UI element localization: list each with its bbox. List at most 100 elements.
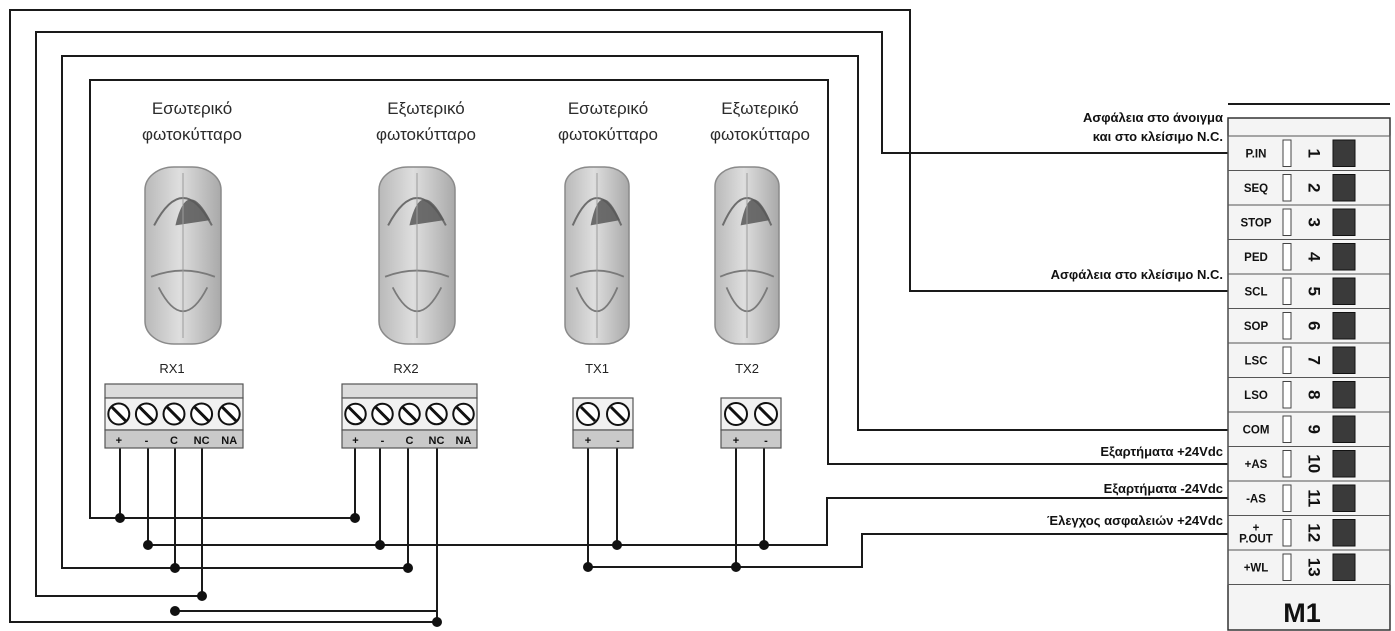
terminal-row-label-line: SOP <box>1244 321 1269 333</box>
junction-dot <box>170 563 180 573</box>
photocell-code-tx1: TX1 <box>585 361 609 376</box>
terminal-row-label: SOP <box>1244 321 1269 333</box>
junction-dot <box>143 540 153 550</box>
annotation-safety-open-close: Ασφάλεια στο άνοιγμα και στο κλείσιμο N.… <box>1083 108 1223 146</box>
junction-dot <box>375 540 385 550</box>
terminal-screw-head <box>1332 174 1356 202</box>
terminal-screw-head <box>1332 553 1356 581</box>
annotation-accessories-neg: Εξαρτήματα -24Vdc <box>1103 481 1223 496</box>
terminal-row-label: PED <box>1244 252 1268 264</box>
photocell-label-tx1: Εσωτερικό φωτοκύτταρο <box>528 96 688 148</box>
terminal-clamp <box>1282 484 1292 512</box>
photocell-lens <box>740 199 771 226</box>
terminal-screw-head <box>1332 484 1356 512</box>
terminal-label-strip <box>720 429 782 449</box>
m1-frame <box>1227 117 1391 631</box>
terminal-label: NA <box>221 435 237 447</box>
junction-dot <box>432 617 442 627</box>
photocell-lens <box>409 199 445 226</box>
junction-dot <box>350 513 360 523</box>
junction-dot <box>197 591 207 601</box>
junction-dot <box>403 563 413 573</box>
terminal-clamp <box>1282 346 1292 374</box>
terminal-label-strip <box>572 429 634 449</box>
terminal-label: - <box>764 435 768 447</box>
terminal-label: + <box>585 435 591 447</box>
screw-slot <box>347 406 364 422</box>
terminal-label: + <box>733 435 739 447</box>
junction-dot <box>170 606 180 616</box>
terminal-row-label-line: P.OUT <box>1239 533 1273 545</box>
terminal-clamp <box>1282 174 1292 202</box>
junction-dot <box>583 562 593 572</box>
terminal-row-label-line: + <box>1253 522 1260 534</box>
terminal-screw-head <box>1332 208 1356 236</box>
annotation-accessories-pos: Εξαρτήματα +24Vdc <box>1100 444 1223 459</box>
terminal-clamp <box>1282 450 1292 478</box>
terminal-top-strip <box>341 383 478 399</box>
junction-dot <box>612 540 622 550</box>
screw-slot <box>455 406 472 422</box>
terminal-row-label-line: SEQ <box>1244 183 1268 195</box>
terminal-label: C <box>406 435 414 447</box>
terminal-clamp <box>1282 139 1292 167</box>
terminal-screw-head <box>1332 346 1356 374</box>
photocell-name-line1: Εξωτερικό <box>387 99 465 118</box>
terminal-top-strip <box>104 383 244 399</box>
terminal-row-label: SEQ <box>1244 183 1268 195</box>
terminal-screw-head <box>1332 139 1356 167</box>
terminal-number: 2 <box>1305 183 1324 192</box>
terminal-row-label-line: +WL <box>1244 562 1269 574</box>
terminal-screw-head <box>1332 312 1356 340</box>
terminal-label: NA <box>456 435 472 447</box>
terminal-number: 13 <box>1305 558 1324 577</box>
screw-slot <box>166 406 182 422</box>
screw-slot <box>221 406 238 422</box>
terminal-label: C <box>170 435 178 447</box>
terminal-clamp <box>1282 243 1292 271</box>
screw-terminal-block: +- <box>720 397 782 449</box>
junction-dot <box>759 540 769 550</box>
terminal-clamp <box>1282 208 1292 236</box>
photocell-code-rx1: RX1 <box>159 361 185 376</box>
screw-slot <box>428 406 445 422</box>
photocell-body <box>378 166 456 345</box>
wire-neg-bus <box>147 446 1228 546</box>
photocell-body <box>714 166 780 345</box>
photocell-code-tx2: TX2 <box>735 361 759 376</box>
terminal-row-label: STOP <box>1240 217 1271 229</box>
terminal-label: NC <box>194 435 210 447</box>
terminal-number: 1 <box>1305 149 1324 158</box>
terminal-screw-head <box>1332 415 1356 443</box>
terminal-label: - <box>616 435 620 447</box>
screw-slot <box>579 405 597 423</box>
photocell-label-rx2: Εξωτερικό φωτοκύτταρο <box>346 96 506 148</box>
terminal-number: 5 <box>1305 287 1324 296</box>
screw-slot <box>193 406 210 422</box>
annotation-line: και στο κλείσιμο N.C. <box>1092 129 1223 144</box>
annotation-safety-close: Ασφάλεια στο κλείσιμο N.C. <box>1050 267 1223 282</box>
photocell-name-line1: Εσωτερικό <box>151 99 233 118</box>
screw-slot <box>138 406 155 422</box>
terminal-label: + <box>116 435 122 447</box>
terminal-block-title: M1 <box>1283 598 1321 628</box>
photocell-name-line2: φωτοκύτταρο <box>710 125 810 144</box>
terminal-number: 6 <box>1305 321 1324 330</box>
terminal-screw-head <box>1332 277 1356 305</box>
wire-pos-loop <box>89 79 1228 519</box>
terminal-label-strip <box>104 429 244 449</box>
wire-com-loop <box>61 55 1228 569</box>
terminal-row: +WL 13 <box>1227 549 1391 585</box>
terminal-number: 11 <box>1305 489 1324 507</box>
terminal-screw-head <box>1332 450 1356 478</box>
terminal-clamp <box>1282 415 1292 443</box>
terminal-number: 4 <box>1305 252 1324 262</box>
